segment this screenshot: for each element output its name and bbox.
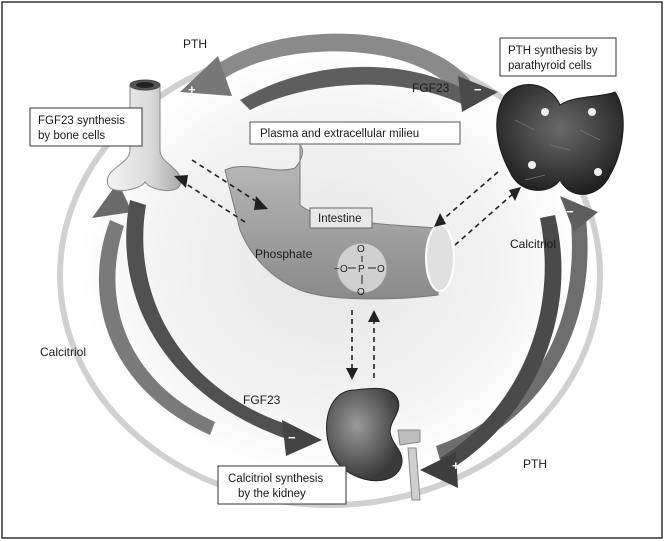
label-calcitriol-right: Calcitriol [510, 237, 556, 251]
box-bone-line2: by bone cells [38, 130, 105, 142]
oxygen-atom-left: O [340, 264, 348, 275]
oxygen-atom-right: O [377, 264, 385, 275]
parathyroid-illustration [496, 84, 624, 195]
box-intestine-text: Intestine [318, 213, 361, 225]
box-parathyroid-line2: parathyroid cells [508, 60, 592, 72]
label-fgf23-top: FGF23 [412, 81, 450, 95]
sign-bottom-right: + [452, 458, 460, 473]
sign-top-right: − [474, 82, 482, 97]
box-intestine: Intestine [309, 207, 373, 229]
arrow-top-pth [180, 33, 470, 96]
label-fgf23-bottom: FGF23 [243, 393, 281, 407]
label-phosphate: Phosphate [255, 247, 313, 261]
arrow-right-pth [420, 215, 562, 488]
bone-illustration [107, 79, 182, 192]
box-parathyroid: PTH synthesis by parathyroid cells [499, 37, 617, 77]
box-kidney-line1: Calcitriol synthesis [228, 473, 323, 485]
phosphorus-atom: P [358, 264, 365, 275]
bone-to-intestine-dashed-arrow [191, 159, 263, 206]
oxygen-atom-bottom: O [357, 287, 365, 298]
box-kidney-line2: by the kidney [238, 488, 306, 500]
box-plasma: Plasma and extracellular milieu [249, 121, 461, 145]
sign-bottom-left: − [288, 430, 296, 445]
intestine-to-parathyroid-dashed-arrow [454, 191, 516, 246]
box-bone: FGF23 synthesis by bone cells [29, 107, 143, 147]
box-parathyroid-line1: PTH synthesis by [508, 45, 598, 57]
box-bone-line1: FGF23 synthesis [38, 115, 125, 127]
box-plasma-text: Plasma and extracellular milieu [260, 128, 419, 140]
sign-right: − [566, 204, 574, 219]
label-pth-bottom: PTH [523, 457, 547, 471]
kidney-illustration [326, 387, 421, 501]
parathyroid-to-intestine-dashed-arrow [439, 171, 499, 223]
arrow-top-fgf23 [240, 66, 498, 112]
box-kidney: Calcitriol synthesis by the kidney [217, 465, 347, 505]
phosphate-molecule: P O O O O − [334, 242, 388, 298]
exchange-arrowheads [174, 175, 521, 380]
exchange-arrows [179, 159, 516, 378]
label-calcitriol-left: Calcitriol [40, 345, 86, 359]
sign-top-left: + [188, 82, 196, 97]
oxygen-atom-top: O [357, 244, 365, 255]
oxygen-charge-minus: − [334, 264, 340, 275]
intestine-to-bone-dashed-arrow [179, 179, 246, 223]
label-pth-top: PTH [183, 37, 207, 51]
sign-left: + [95, 226, 103, 241]
arrow-left-fgf23 [126, 200, 322, 456]
